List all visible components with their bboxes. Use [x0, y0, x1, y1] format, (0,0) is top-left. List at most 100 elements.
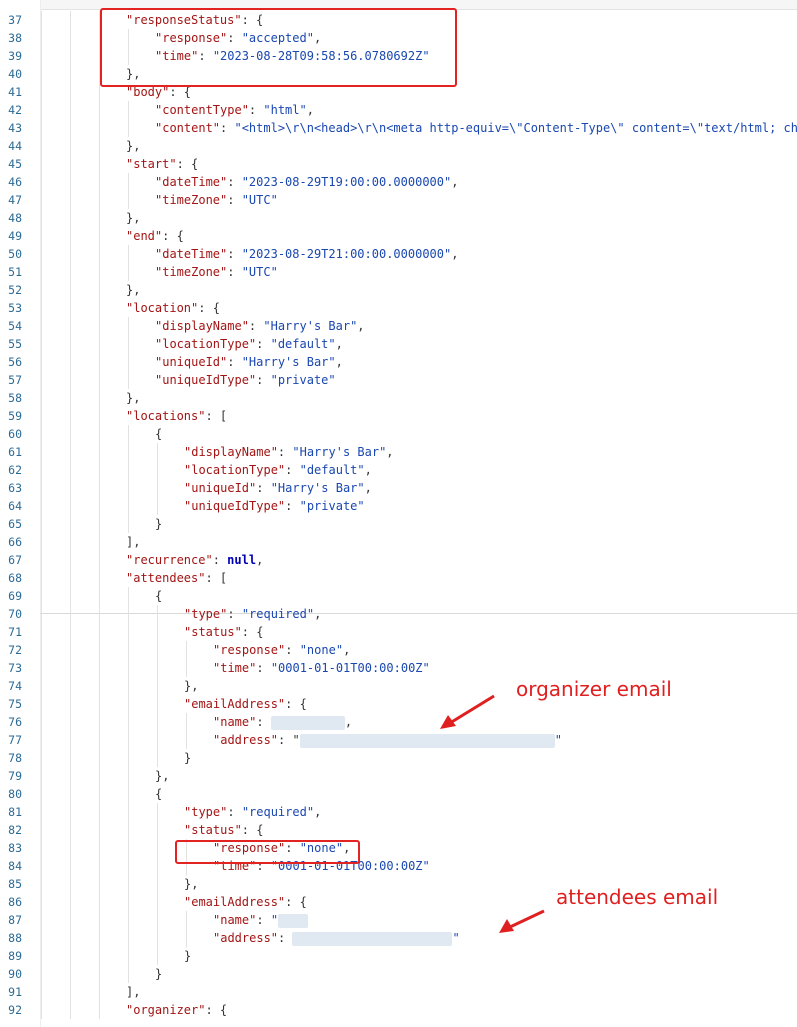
code-line[interactable]: 44}, [0, 137, 797, 155]
indent-guide [70, 731, 71, 749]
code-line[interactable]: 77"address": "" [0, 731, 797, 749]
code-line[interactable]: 51"timeZone": "UTC" [0, 263, 797, 281]
code-line[interactable]: 39"time": "2023-08-28T09:58:56.0780692Z" [0, 47, 797, 65]
code-line[interactable]: 76"name": , [0, 713, 797, 731]
code-line[interactable]: 64"uniqueIdType": "private" [0, 497, 797, 515]
json-key: "timeZone" [155, 265, 228, 279]
line-number: 80 [8, 787, 22, 801]
code-line[interactable]: 84"time": "0001-01-01T00:00:00Z" [0, 857, 797, 875]
code-text: "recurrence": null, [126, 551, 263, 569]
indent-guide [186, 659, 187, 677]
indent-guide [99, 119, 100, 137]
code-line[interactable]: 56"uniqueId": "Harry's Bar", [0, 353, 797, 371]
json-punct: } [155, 517, 163, 531]
code-line[interactable]: 87"name": " [0, 911, 797, 929]
code-line[interactable]: 58}, [0, 389, 797, 407]
code-line[interactable]: 59"locations": [ [0, 407, 797, 425]
code-line[interactable]: 55"locationType": "default", [0, 335, 797, 353]
json-string: "none" [299, 841, 344, 855]
indent-guide [157, 677, 158, 695]
json-key: "status" [184, 823, 242, 837]
code-line[interactable]: 79}, [0, 767, 797, 785]
code-line[interactable]: 38"response": "accepted", [0, 29, 797, 47]
code-line[interactable]: 89} [0, 947, 797, 965]
code-line[interactable]: 42"contentType": "html", [0, 101, 797, 119]
indent-guide [128, 803, 129, 821]
indent-guide [99, 605, 100, 623]
indent-guide [99, 263, 100, 281]
code-line[interactable]: 49"end": { [0, 227, 797, 245]
indent-guide [70, 785, 71, 803]
code-text: "type": "required", [184, 605, 321, 623]
code-line[interactable]: 67"recurrence": null, [0, 551, 797, 569]
code-line[interactable]: 66], [0, 533, 797, 551]
code-text: }, [184, 677, 198, 695]
code-line[interactable]: 90} [0, 965, 797, 983]
code-line[interactable]: 52}, [0, 281, 797, 299]
indent-guide [41, 893, 42, 911]
code-line[interactable]: 41"body": { [0, 83, 797, 101]
code-line[interactable]: 68"attendees": [ [0, 569, 797, 587]
code-line[interactable]: 54"displayName": "Harry's Bar", [0, 317, 797, 335]
indent-guide [128, 713, 129, 731]
attendees-arrow-icon [499, 909, 545, 933]
json-punct: ], [126, 985, 141, 999]
code-line[interactable]: 83"response": "none", [0, 839, 797, 857]
code-line[interactable]: 74}, [0, 677, 797, 695]
code-line[interactable]: 57"uniqueIdType": "private" [0, 371, 797, 389]
code-line[interactable]: 81"type": "required", [0, 803, 797, 821]
code-line[interactable]: 88"address": " [0, 929, 797, 947]
code-line[interactable]: 45"start": { [0, 155, 797, 173]
code-line[interactable]: 86"emailAddress": { [0, 893, 797, 911]
code-line[interactable]: 37"responseStatus": { [0, 11, 797, 29]
code-line[interactable]: 75"emailAddress": { [0, 695, 797, 713]
code-line[interactable]: 43"content": "<html>\r\n<head>\r\n<meta … [0, 119, 797, 137]
code-line[interactable]: 85}, [0, 875, 797, 893]
json-punct: : [227, 31, 242, 45]
code-line[interactable]: 70"type": "required", [0, 605, 797, 623]
code-text: "response": "none", [213, 641, 350, 659]
code-line[interactable]: 50"dateTime": "2023-08-29T21:00:00.00000… [0, 245, 797, 263]
json-string: "required" [241, 607, 315, 621]
indent-guide [70, 245, 71, 263]
code-line[interactable]: 40}, [0, 65, 797, 83]
indent-guide [128, 821, 129, 839]
code-text: "address": "" [213, 731, 562, 749]
code-line[interactable]: 71"status": { [0, 623, 797, 641]
code-line[interactable]: 69{ [0, 587, 797, 605]
code-line[interactable]: 48}, [0, 209, 797, 227]
json-code-view[interactable]: 37"responseStatus": {38"response": "acce… [0, 11, 797, 1019]
json-punct: , [314, 805, 322, 819]
code-text: "timeZone": "UTC" [155, 191, 278, 209]
indent-guide [41, 605, 42, 623]
code-line[interactable]: 65} [0, 515, 797, 533]
indent-guide [157, 857, 158, 875]
code-line[interactable]: 82"status": { [0, 821, 797, 839]
code-line[interactable]: 53"location": { [0, 299, 797, 317]
json-key: "time" [213, 661, 257, 675]
line-number: 58 [8, 391, 22, 405]
json-punct: : [227, 193, 242, 207]
code-line[interactable]: 73"time": "0001-01-01T00:00:00Z" [0, 659, 797, 677]
code-line[interactable]: 63"uniqueId": "Harry's Bar", [0, 479, 797, 497]
code-line[interactable]: 78} [0, 749, 797, 767]
indent-guide [41, 263, 42, 281]
indent-guide [70, 893, 71, 911]
indent-guide [157, 659, 158, 677]
indent-guide [70, 605, 71, 623]
code-line[interactable]: 46"dateTime": "2023-08-29T19:00:00.00000… [0, 173, 797, 191]
code-line[interactable]: 60{ [0, 425, 797, 443]
indent-guide [70, 839, 71, 857]
code-text: "response": "accepted", [155, 29, 321, 47]
code-line[interactable]: 92"organizer": { [0, 1001, 797, 1019]
code-line[interactable]: 80{ [0, 785, 797, 803]
code-line[interactable]: 72"response": "none", [0, 641, 797, 659]
indent-guide [99, 623, 100, 641]
indent-guide [128, 119, 129, 137]
indent-guide [41, 911, 42, 929]
code-line[interactable]: 47"timeZone": "UTC" [0, 191, 797, 209]
code-line[interactable]: 91], [0, 983, 797, 1001]
indent-guide [41, 821, 42, 839]
code-line[interactable]: 61"displayName": "Harry's Bar", [0, 443, 797, 461]
code-line[interactable]: 62"locationType": "default", [0, 461, 797, 479]
